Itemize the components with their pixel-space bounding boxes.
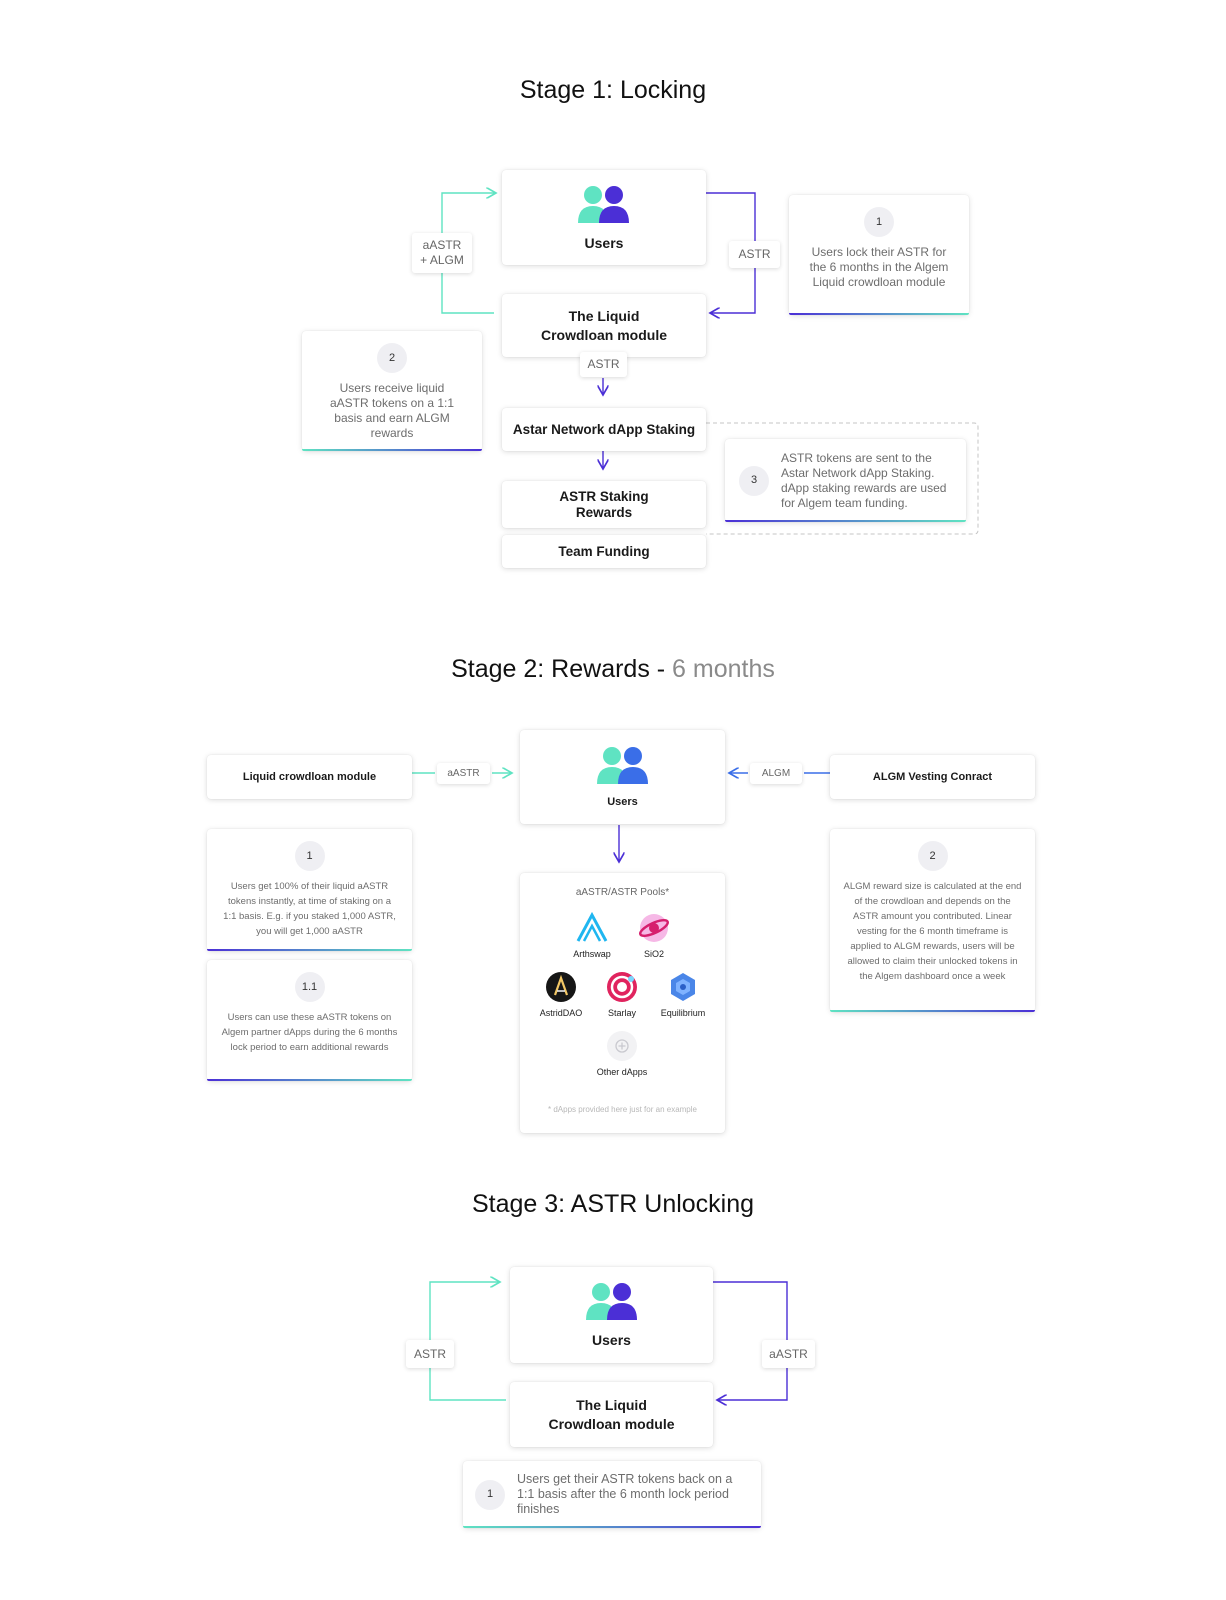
stage2-title-main: Stage 2: Rewards [451, 655, 650, 683]
pool-other-dapps[interactable]: Other dApps [582, 1029, 662, 1077]
s1-note-2: 2 Users receive liquid aASTR tokens on a… [302, 331, 482, 451]
equilibrium-icon [671, 973, 695, 1001]
s2-footnote: * dApps provided here just for an exampl… [548, 1105, 697, 1114]
s1-rewards-card: ASTR Staking Rewards [502, 481, 706, 528]
s1-note-1-text: Users lock their ASTR for the 6 months i… [809, 245, 949, 289]
s3-module-label: The Liquid Crowdloan module [548, 1396, 675, 1432]
s2-module-card: Liquid crowdloan module [207, 755, 412, 799]
s2-note-2-badge: 2 [917, 841, 948, 871]
starlay-icon [607, 972, 637, 1002]
s3-users-label: Users [592, 1332, 631, 1348]
pool-astriddao-label: AstridDAO [539, 1008, 583, 1018]
s1-tag-astr-down: ASTR [580, 352, 627, 377]
s2-note-11-badge: 1.1 [294, 972, 325, 1002]
s2-users-card: Users [520, 730, 725, 824]
s2-note-1: 1 Users get 100% of their liquid aASTR t… [207, 829, 412, 951]
s2-vesting-label: ALGM Vesting Conract [872, 771, 993, 783]
s1-note-3-text: ASTR tokens are sent to the Astar Networ… [781, 450, 947, 510]
s1-note-1: 1 Users lock their ASTR for the 6 months… [789, 195, 969, 315]
s3-note-1-badge: 1 [475, 1479, 505, 1510]
pool-starlay-label: Starlay [607, 1008, 636, 1018]
pool-equilibrium[interactable]: Equilibrium [643, 970, 723, 1018]
s2-module-label: Liquid crowdloan module [242, 771, 377, 783]
s3-module-card: The Liquid Crowdloan module [510, 1382, 713, 1447]
pool-sio2[interactable]: SiO2 [614, 911, 694, 959]
s1-note-2-text: Users receive liquid aASTR tokens on a 1… [329, 381, 455, 440]
arthswap-icon [576, 911, 608, 942]
s2-pools-title: aASTR/ASTR Pools* [575, 887, 670, 898]
plus-icon [607, 1031, 637, 1061]
s2-users-label: Users [607, 796, 638, 808]
s1-users-label: Users [584, 234, 624, 251]
s1-tag-astr-right: ASTR [729, 241, 780, 268]
s2-tag-algm: ALGM [750, 763, 802, 784]
s3-note-1-text: Users get their ASTR tokens back on a 1:… [517, 1472, 733, 1516]
s3-tag-aastr: aASTR [762, 1340, 815, 1368]
s1-module-card: The Liquid Crowdloan module [502, 294, 706, 357]
s1-rewards-label: ASTR Staking Rewards [559, 488, 649, 520]
s1-note-3: 3 ASTR tokens are sent to the Astar Netw… [725, 439, 966, 522]
s1-funding-label: Team Funding [558, 544, 650, 559]
users-icon [578, 185, 629, 223]
stage2-title: Stage 2: Rewards - 6 months [0, 655, 1226, 684]
s3-tag-astr: ASTR [406, 1340, 454, 1368]
s2-note-2-text: ALGM reward size is calculated at the en… [843, 881, 1022, 982]
stage2-title-muted: 6 months [672, 655, 775, 683]
users-icon [585, 1283, 637, 1320]
pool-sio2-label: SiO2 [643, 949, 664, 959]
s2-pools-panel: aASTR/ASTR Pools* Arthswap SiO2 AstridDA… [520, 873, 725, 1133]
pool-arthswap-label: Arthswap [573, 949, 611, 959]
users-icon [596, 747, 648, 784]
s3-note-1: 1 Users get their ASTR tokens back on a … [463, 1461, 761, 1528]
sio2-icon [638, 914, 670, 942]
pool-equilibrium-label: Equilibrium [660, 1008, 706, 1018]
s1-note-1-badge: 1 [864, 207, 894, 237]
s2-note-11: 1.1 Users can use these aASTR tokens on … [207, 960, 412, 1081]
stage2-title-sep: - [649, 655, 673, 683]
astriddao-icon [546, 972, 576, 1002]
pool-starlay[interactable]: Starlay [582, 970, 662, 1018]
s1-module-label: The Liquid Crowdloan module [541, 307, 667, 343]
s1-staking-card: Astar Network dApp Staking [502, 408, 706, 451]
stage1-title: Stage 1: Locking [519, 76, 707, 104]
s2-vesting-card: ALGM Vesting Conract [830, 755, 1035, 799]
pool-astriddao[interactable]: AstridDAO [521, 970, 601, 1018]
pool-other-dapps-label: Other dApps [596, 1067, 648, 1077]
s2-tag-aastr: aASTR [437, 763, 490, 784]
s1-tag-aastr-algm: aASTR + ALGM [412, 233, 472, 273]
s1-note-2-badge: 2 [377, 343, 407, 373]
s2-note-2: 2 ALGM reward size is calculated at the … [830, 829, 1035, 1012]
stage3-title: Stage 3: ASTR Unlocking [471, 1190, 755, 1218]
s2-note-11-text: Users can use these aASTR tokens on Alge… [221, 1012, 398, 1053]
s1-note-3-badge: 3 [739, 465, 769, 496]
s2-note-1-text: Users get 100% of their liquid aASTR tok… [223, 881, 396, 937]
s1-funding-card: Team Funding [502, 535, 706, 568]
s3-users-card: Users [510, 1267, 713, 1363]
s1-users-card: Users [502, 170, 706, 265]
pool-arthswap[interactable]: Arthswap [552, 911, 632, 959]
s2-note-1-badge: 1 [294, 841, 325, 871]
s1-staking-label: Astar Network dApp Staking [512, 422, 696, 437]
